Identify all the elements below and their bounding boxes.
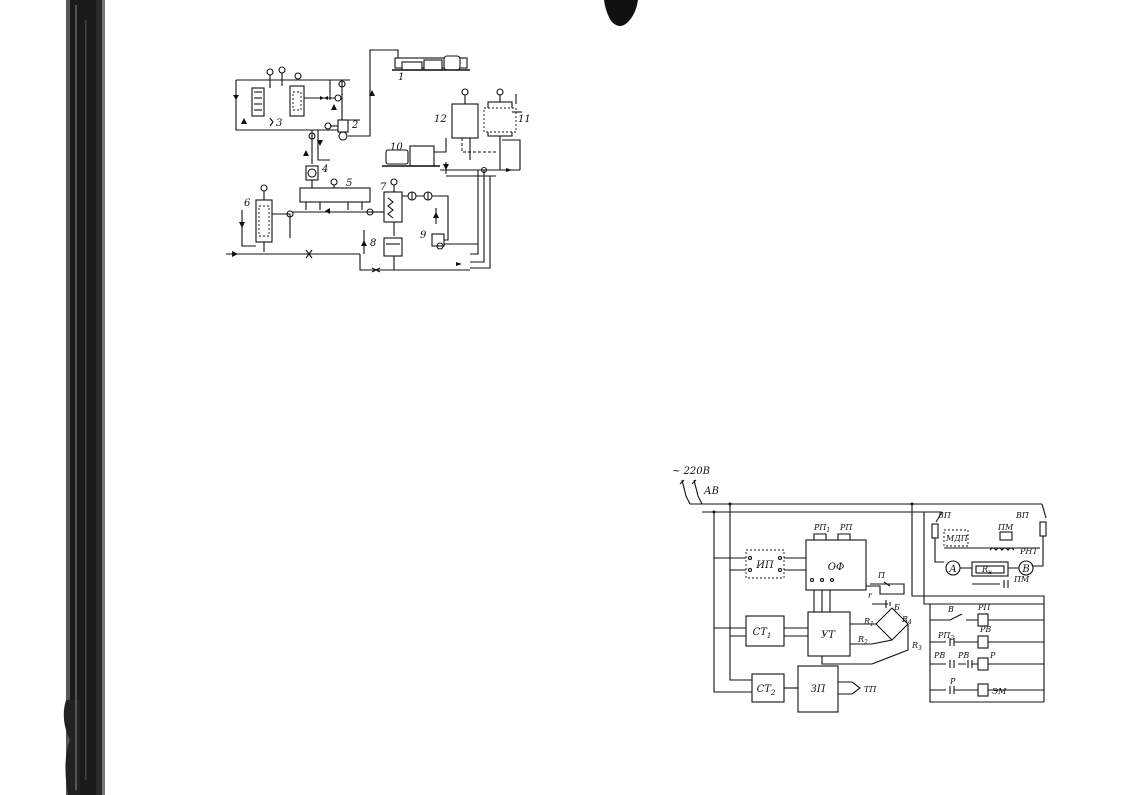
coil-p: Р: [989, 651, 996, 660]
contact-p: Р: [949, 677, 956, 686]
resistor-r2: R2: [857, 635, 868, 646]
ink-blotch: [604, 0, 638, 26]
block-ip: ИП: [755, 560, 774, 571]
block-st1: СТ1: [753, 627, 772, 640]
relay-rnt: РНТ: [1019, 547, 1038, 556]
unit-8-collector: [371, 237, 470, 273]
switch-v: В: [947, 605, 954, 614]
contact-pm-bottom: ПМ: [1013, 575, 1030, 584]
voltmeter: В: [1021, 564, 1029, 575]
potentiometer-p: П: [877, 571, 886, 580]
unit-2-pump: [324, 119, 371, 141]
switch-vp-left: ВП: [937, 511, 952, 520]
breaker-label: АВ: [703, 486, 719, 497]
label-12: 12: [434, 114, 447, 125]
book-binding-edge: [63, 0, 105, 795]
ammeter: А: [948, 564, 957, 575]
unit-11-jacketed-tank: [483, 88, 522, 170]
unit-1-pump-motor: [369, 49, 470, 120]
unit-4-filter: [305, 165, 319, 188]
coil-rv: РВ: [979, 625, 991, 634]
process-flow-diagram: 1 2 3 4 5 6 7 8 9 10 11 12: [226, 49, 531, 273]
supply-label: ~ 220В: [672, 466, 710, 477]
label-4: 4: [321, 164, 328, 175]
block-zp: ЗП: [811, 684, 826, 695]
resistor-r4: R4: [901, 615, 912, 626]
electrical-schematic: ~ 220В АВ ИП ОФ РП1 РП П r: [672, 466, 1047, 713]
unit-10-pump-motor: [382, 138, 449, 174]
label-2: 2: [351, 120, 358, 131]
output-tp: ТП: [864, 685, 877, 694]
unit-9-pump: [431, 233, 478, 250]
block-mdp: МДП: [945, 534, 969, 543]
label-1: 1: [398, 72, 404, 83]
load-resistor-rn: Rн: [981, 565, 992, 576]
label-7: 7: [380, 182, 387, 193]
unit-6-column: [239, 184, 294, 252]
unit-12-tank: [451, 88, 498, 160]
unit-3-heat-exchangers: [233, 66, 360, 131]
label-9: 9: [420, 230, 427, 241]
block-st2: СТ2: [757, 684, 776, 697]
label-3: 3: [276, 118, 282, 129]
contact-rp2: РП2: [937, 631, 954, 642]
contact-rv-2: РВ: [957, 651, 969, 660]
contact-rv-1: РВ: [933, 651, 945, 660]
contact-rp: РП: [839, 523, 853, 532]
resistor-r3: R3: [911, 641, 922, 652]
unit-5-horizontal-reactor: [292, 178, 371, 214]
label-8: 8: [370, 238, 376, 249]
contact-rp1: РП1: [813, 523, 830, 534]
battery-b: Б: [893, 603, 900, 612]
label-6: 6: [244, 198, 251, 209]
coil-em: ЭМ: [992, 687, 1007, 696]
contactor-pm-top: ПМ: [997, 523, 1014, 532]
label-10: 10: [390, 142, 403, 153]
resistor-r: r: [868, 591, 873, 600]
block-of: ОФ: [828, 562, 845, 573]
coil-rp: РП: [977, 603, 991, 612]
resistor-r1: R1: [863, 617, 874, 628]
label-11: 11: [518, 114, 531, 125]
main-breaker-av: [679, 479, 703, 505]
label-5: 5: [346, 178, 352, 189]
block-ut: УТ: [821, 630, 836, 641]
switch-vp-right: ВП: [1015, 511, 1030, 520]
